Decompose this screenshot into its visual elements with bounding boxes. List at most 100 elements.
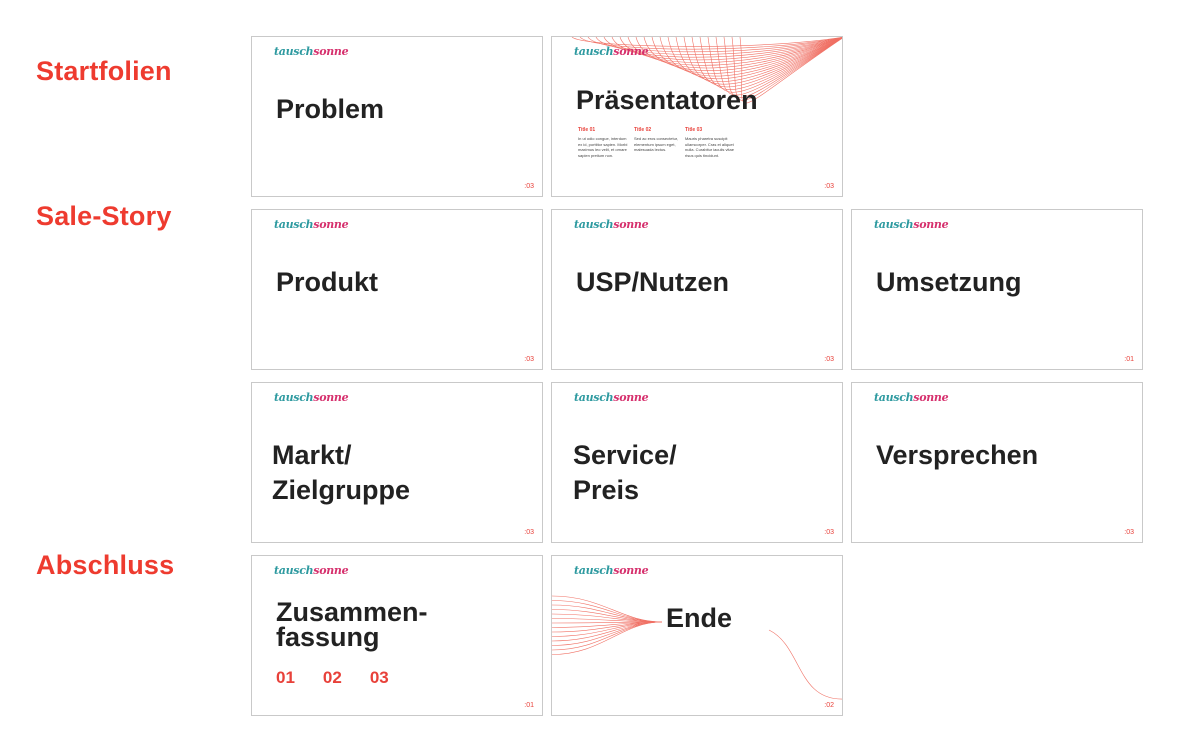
decorative-line — [587, 37, 842, 53]
decorative-line — [768, 629, 842, 700]
slide-title: USP/Nutzen — [576, 267, 730, 297]
slide-title: Präsentatoren — [576, 85, 758, 115]
logo-text-part1: tausch — [274, 391, 314, 404]
slide-thumbnail-praesentatoren[interactable]: tauschsonne Präsentatoren Title 01 In ut… — [551, 36, 843, 197]
decorative-line — [603, 37, 842, 58]
column-text: Sed ac eros consectetur, elementum ipsum… — [634, 136, 679, 152]
decorative-line — [635, 37, 842, 69]
logo-text-part1: tausch — [274, 45, 314, 58]
slide-thumbnail-umsetzung[interactable]: tauschsonne Umsetzung :01 — [851, 209, 1143, 370]
slide-page-number: :03 — [824, 183, 834, 190]
slide-title: Versprechen — [876, 440, 1039, 470]
slide-page-number: :03 — [524, 183, 534, 190]
slide-title: Markt/ Zielgruppe — [272, 438, 410, 508]
summary-number: 01 — [276, 668, 295, 687]
slide-title: Umsetzung — [876, 267, 1022, 297]
logo-text-part2: sonne — [313, 391, 349, 404]
slide-thumbnail-markt-zielgruppe[interactable]: tauschsonne Markt/ Zielgruppe :03 — [251, 382, 543, 543]
logo-text-part1: tausch — [874, 391, 914, 404]
slide-page-number: :02 — [824, 702, 834, 709]
logo-text-part1: tausch — [574, 218, 614, 231]
logo-text-part1: tausch — [574, 45, 614, 58]
decorative-line — [675, 37, 842, 82]
logo-text-part1: tausch — [574, 391, 614, 404]
slide-page-number: :01 — [524, 702, 534, 709]
column-title: Title 02 — [634, 127, 652, 133]
decorative-line — [595, 37, 842, 55]
decorative-line — [643, 37, 842, 71]
section-label-abschluss: Abschluss — [36, 550, 175, 580]
slide-thumbnail-usp-nutzen[interactable]: tauschsonne USP/Nutzen :03 — [551, 209, 843, 370]
decorative-line — [552, 595, 663, 623]
column-text: Mauris pharetra suscipit ullamcorper. Cr… — [685, 136, 734, 158]
logo-text-part2: sonne — [613, 391, 649, 404]
logo-text-part2: sonne — [313, 45, 349, 58]
slide-title-line: Zusammen- — [276, 597, 428, 627]
decorative-line — [723, 37, 842, 98]
slide-thumbnail-versprechen[interactable]: tauschsonne Versprechen :03 — [851, 382, 1143, 543]
slide-thumbnail-problem[interactable]: tauschsonne Problem :03 — [251, 36, 543, 197]
decorative-line — [739, 37, 842, 104]
slide-thumbnail-produkt[interactable]: tauschsonne Produkt :03 — [251, 209, 543, 370]
logo-text-part1: tausch — [874, 218, 914, 231]
section-label-startfolien: Startfolien — [36, 56, 172, 86]
slide-title: Problem — [276, 94, 385, 124]
brand-logo: tauschsonne — [274, 218, 349, 231]
decorative-line — [552, 621, 663, 646]
brand-logo: tauschsonne — [274, 391, 349, 404]
slide-title: Produkt — [276, 267, 379, 297]
presenter-column: Title 02 Sed ac eros consectetur, elemen… — [634, 127, 686, 153]
decorative-line — [552, 621, 663, 655]
slide-thumbnail-ende[interactable]: tauschsonne Ende :02 — [551, 555, 843, 716]
slide-page-number: :03 — [824, 356, 834, 363]
slide-page-number: :03 — [1124, 529, 1134, 536]
column-title: Title 03 — [685, 127, 703, 133]
presenter-column: Title 01 In ut odio congue, interdum ex … — [578, 127, 630, 158]
slide-page-number: :03 — [524, 529, 534, 536]
decorative-line — [659, 37, 842, 77]
logo-text-part1: tausch — [274, 218, 314, 231]
slide-page-number: :01 — [1124, 356, 1134, 363]
column-text: In ut odio congue, interdum ex id, portt… — [578, 136, 628, 158]
logo-text-part1: tausch — [274, 564, 314, 577]
logo-text-part2: sonne — [313, 218, 349, 231]
decorative-line — [691, 37, 842, 88]
brand-logo: tauschsonne — [874, 218, 949, 231]
brand-logo: tauschsonne — [574, 391, 649, 404]
slide-title: Zusammen- fassung — [276, 597, 428, 652]
slide-page-number: :03 — [824, 529, 834, 536]
decorative-lines-graphic — [571, 37, 842, 104]
slide-thumbnail-zusammenfassung[interactable]: tauschsonne Zusammen- fassung 01 02 03 :01 — [251, 555, 543, 716]
logo-text-part1: tausch — [574, 564, 614, 577]
decorative-line — [627, 37, 842, 66]
decorative-lines-graphic — [552, 595, 842, 700]
logo-text-part2: sonne — [313, 564, 349, 577]
slide-thumbnail-service-preis[interactable]: tauschsonne Service/ Preis :03 — [551, 382, 843, 543]
column-title: Title 01 — [578, 127, 596, 133]
decorative-line — [707, 37, 842, 93]
logo-text-part2: sonne — [913, 391, 949, 404]
decorative-line — [683, 37, 842, 85]
decorative-line — [571, 37, 842, 47]
brand-logo: tauschsonne — [574, 564, 649, 577]
slide-title-line: Service/ — [573, 440, 677, 470]
section-label-sale-story: Sale-Story — [36, 201, 172, 231]
slide-page-number: :03 — [524, 356, 534, 363]
summary-numbers: 01 02 03 — [276, 668, 417, 688]
slide-title-line: Markt/ — [272, 440, 352, 470]
brand-logo: tauschsonne — [574, 218, 649, 231]
summary-number: 02 — [322, 668, 342, 687]
brand-logo: tauschsonne — [274, 45, 349, 58]
brand-logo: tauschsonne — [574, 45, 649, 58]
summary-number: 03 — [369, 668, 389, 687]
logo-text-part2: sonne — [613, 45, 649, 58]
slide-title-line: fassung — [276, 622, 380, 652]
slide-title-line: Preis — [573, 475, 640, 505]
logo-text-part2: sonne — [613, 564, 649, 577]
logo-text-part2: sonne — [913, 218, 949, 231]
logo-text-part2: sonne — [613, 218, 649, 231]
decorative-line — [651, 37, 842, 74]
slide-title: Service/ Preis — [573, 438, 677, 508]
brand-logo: tauschsonne — [874, 391, 949, 404]
decorative-line — [715, 37, 842, 96]
